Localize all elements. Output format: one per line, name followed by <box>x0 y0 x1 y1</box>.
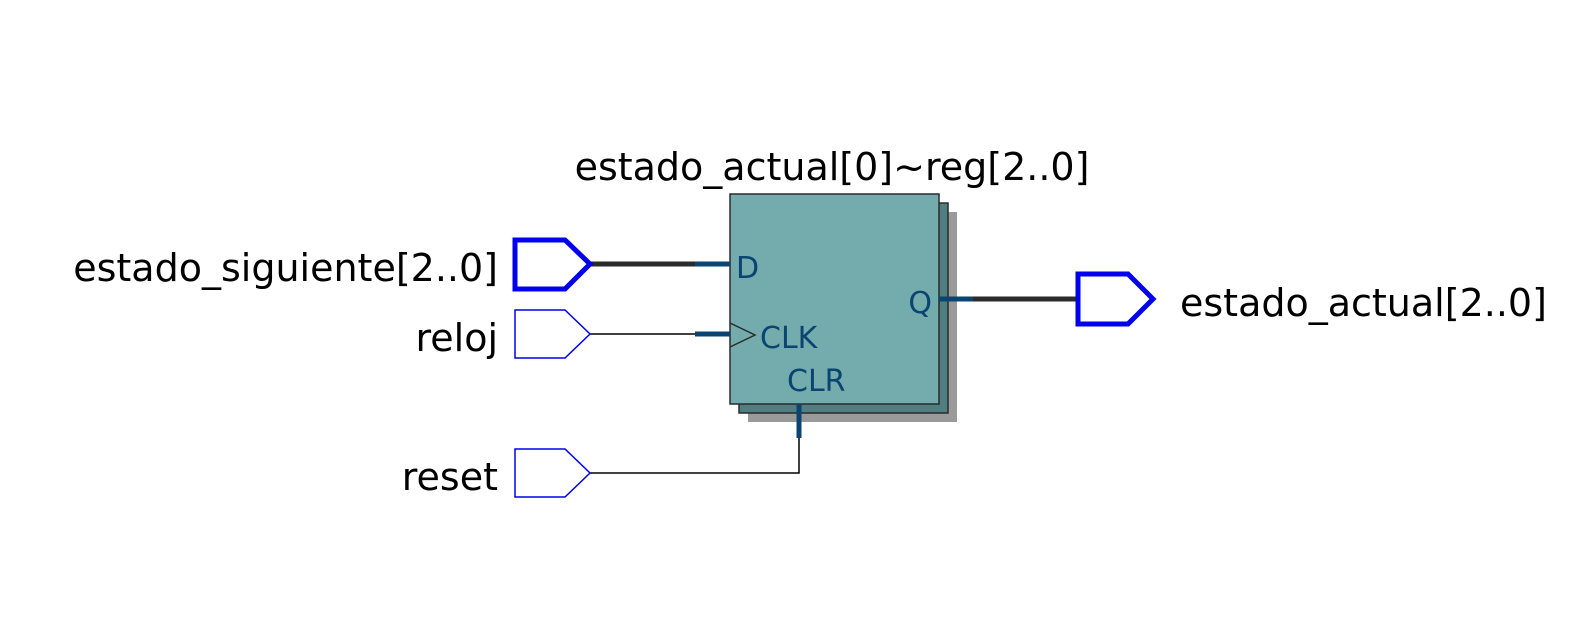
input-pin-estado-siguiente[interactable] <box>512 237 594 292</box>
register-title: estado_actual[0]~reg[2..0] <box>575 145 1090 189</box>
register-body <box>729 193 940 405</box>
port-label-q: Q <box>908 286 932 321</box>
input-pin-reloj[interactable] <box>514 309 592 359</box>
input-label-estado-siguiente: estado_siguiente[2..0] <box>73 246 498 290</box>
output-pin-estado-actual[interactable] <box>1075 271 1157 327</box>
input-label-reset: reset <box>402 455 498 499</box>
wire-reset <box>590 404 802 474</box>
port-label-clr: CLR <box>787 364 846 399</box>
port-label-clk: CLK <box>760 321 819 356</box>
input-label-reloj: reloj <box>415 316 498 360</box>
clock-edge-triangle <box>729 322 757 348</box>
port-label-d: D <box>736 251 759 286</box>
register-block[interactable] <box>729 193 957 422</box>
output-label-estado-actual: estado_actual[2..0] <box>1180 281 1547 325</box>
input-pin-reset[interactable] <box>514 448 592 498</box>
